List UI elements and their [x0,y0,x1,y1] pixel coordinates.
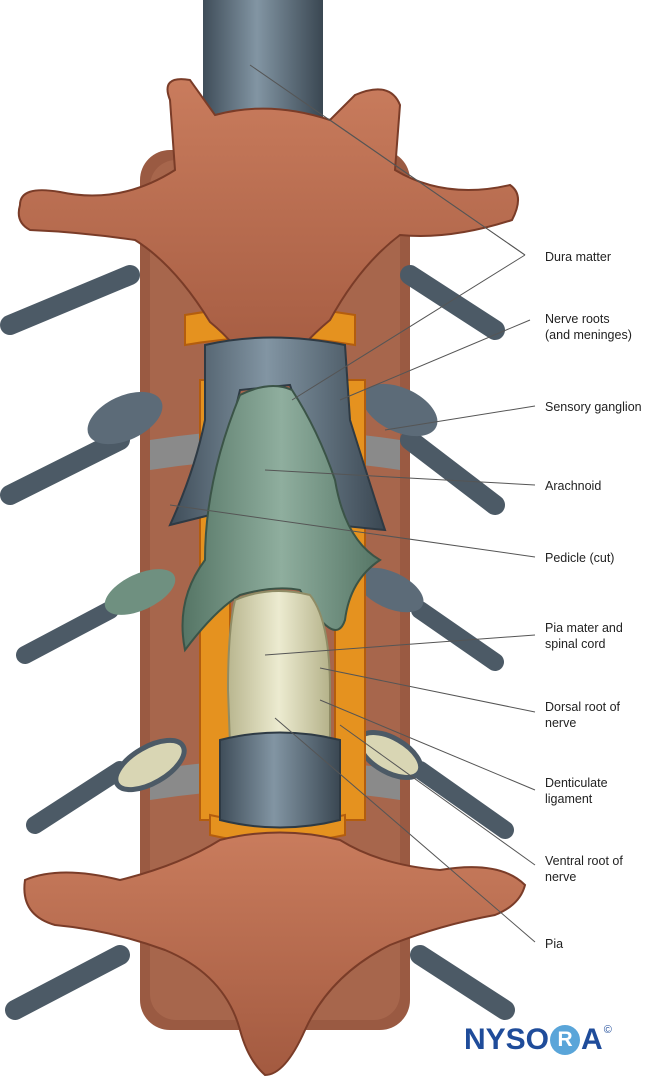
lower-dura [219,731,341,829]
label-pia-mater-spinal-cord: Pia mater and spinal cord [545,621,623,651]
spinal-nerves [0,265,515,1020]
label-pedicle: Pedicle (cut) [545,551,615,565]
logo-text-end: A [581,1023,603,1056]
nysora-logo: NYSO R A © [464,1020,612,1060]
logo-text-start: NYSO [464,1023,550,1056]
leader-lines [169,64,536,943]
label-nerve-roots: Nerve roots (and meninges) [545,312,632,342]
label-sensory-ganglion: Sensory ganglion [545,400,642,414]
logo-copyright: © [603,1024,612,1036]
lower-vertebra [23,831,527,1077]
label-denticulate-ligament: Denticulate ligament [545,776,608,806]
label-pia: Pia [545,937,564,951]
upper-vertebra [17,78,519,385]
label-dura-matter: Dura matter [545,250,611,264]
spinal-cord [226,590,331,754]
logo-ring-letter: R [550,1025,581,1055]
label-dorsal-root: Dorsal root of nerve [545,700,621,730]
label-arachnoid: Arachnoid [545,479,602,493]
label-ventral-root: Ventral root of nerve [545,854,623,884]
